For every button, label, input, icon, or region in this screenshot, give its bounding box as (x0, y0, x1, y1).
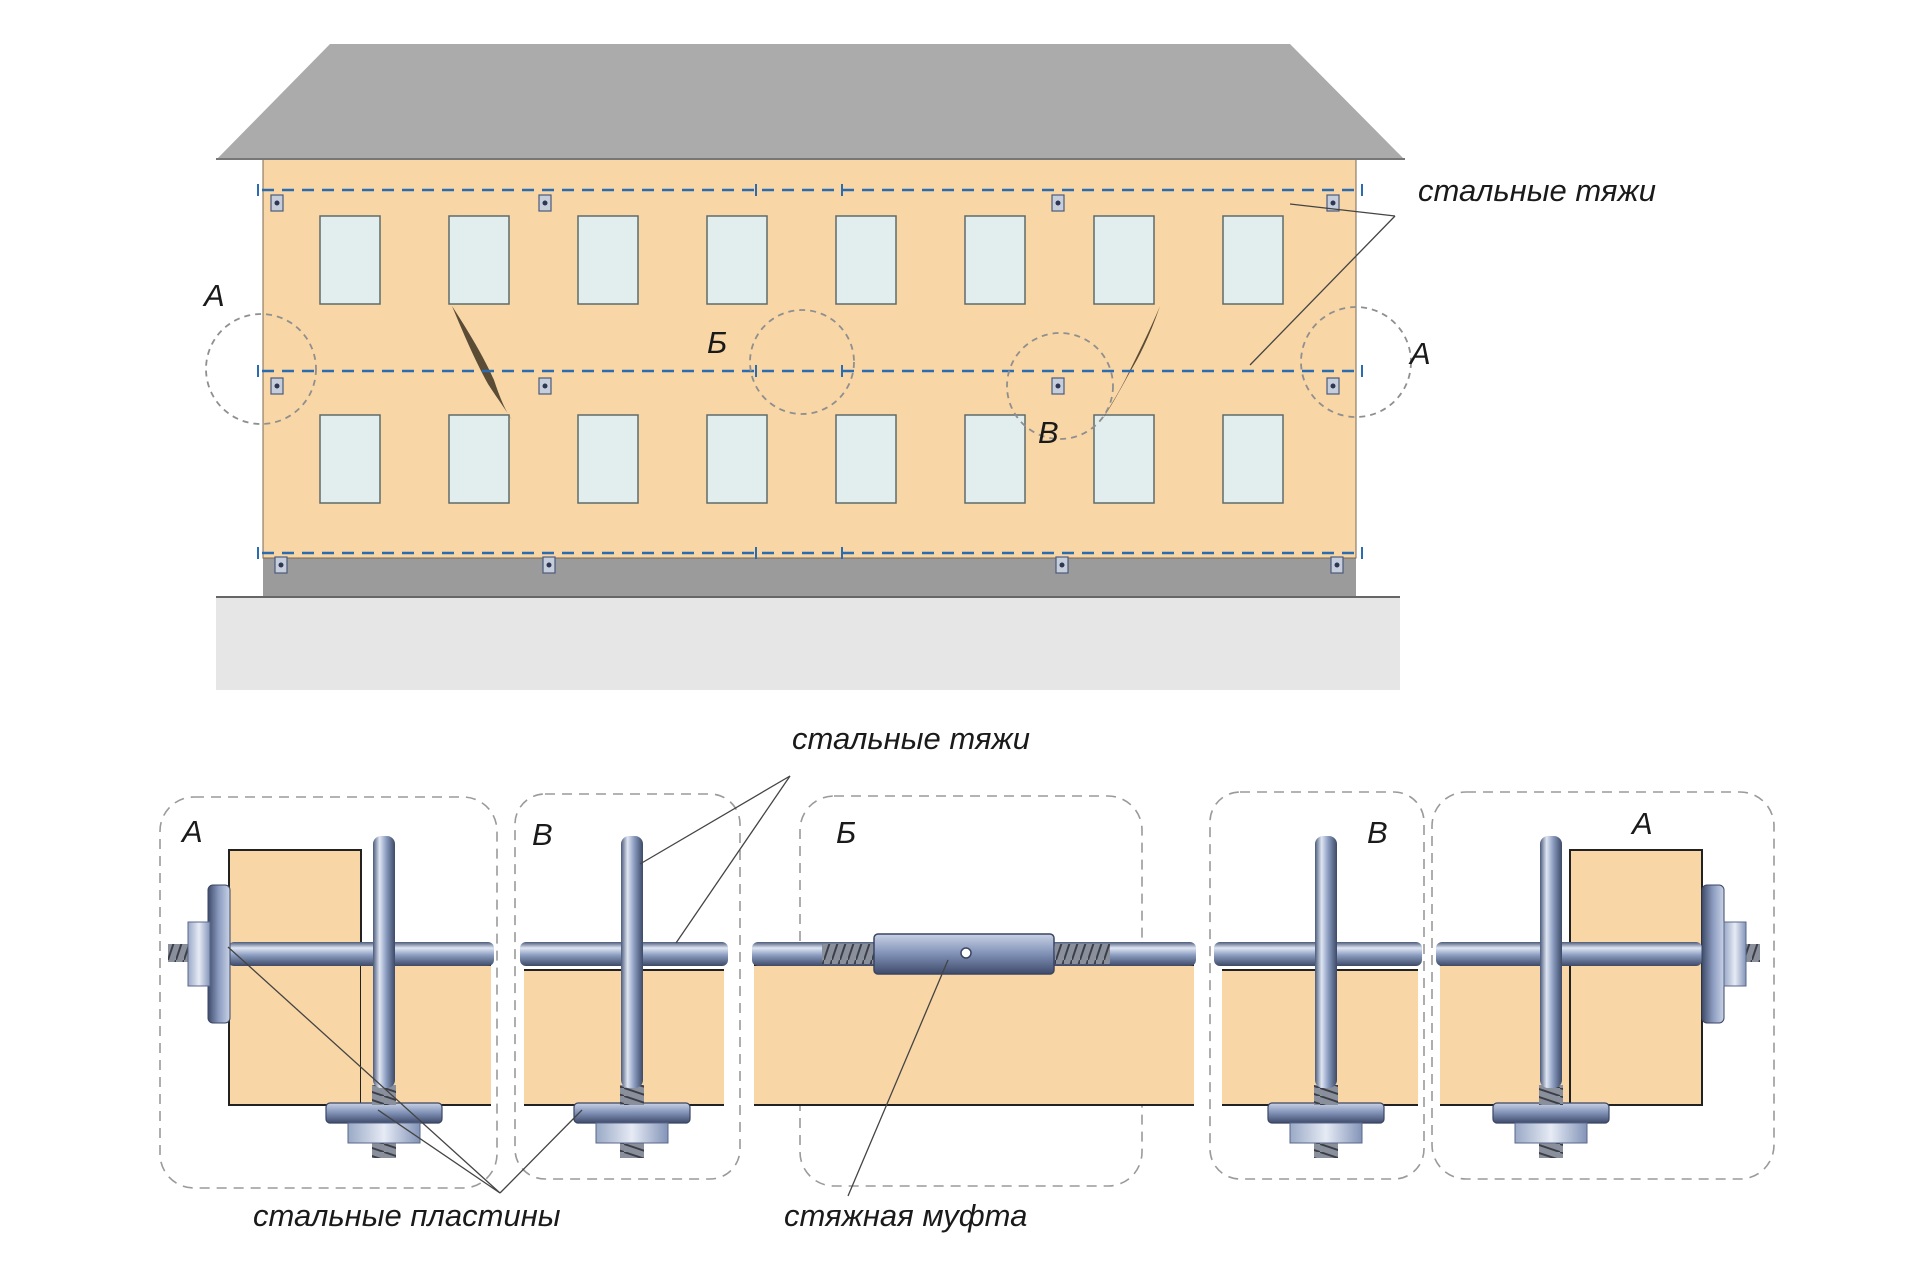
window (1093, 414, 1155, 504)
rod-thread (620, 1085, 644, 1105)
coupling (822, 933, 1110, 975)
bottom-plate (1492, 1102, 1610, 1124)
label-steel-plates: стальные пластины (253, 1198, 561, 1233)
anchor-bolt (274, 200, 280, 206)
anchor-bolt (274, 383, 280, 389)
window (706, 215, 768, 305)
window (448, 414, 510, 504)
leader-lines-top (1249, 203, 1396, 366)
leader-lines-bottom (227, 775, 949, 1197)
window (835, 215, 897, 305)
anchor-bolt (1330, 383, 1336, 389)
rod-thread (1314, 1085, 1338, 1105)
vertical-rod (1315, 836, 1337, 1088)
steel-ties-lines (262, 188, 1358, 555)
building-elevation: А А Б В стальные тяжи (202, 44, 1656, 690)
anchor-bolt (542, 200, 548, 206)
vertical-rod (621, 836, 643, 1088)
window (577, 215, 639, 305)
anchor-bolt (1055, 200, 1061, 206)
label-coupling: стяжная муфта (784, 1198, 1027, 1233)
roof (216, 44, 1405, 160)
nut (1289, 1122, 1363, 1144)
detail-label-b: Б (836, 815, 856, 850)
window (319, 414, 381, 504)
detail-frames (159, 791, 1775, 1189)
window (706, 414, 768, 504)
end-plates (187, 884, 1747, 1024)
plinth (263, 558, 1356, 598)
detail-label-v-left: В (532, 817, 553, 852)
window (964, 215, 1026, 305)
crack-left (452, 306, 512, 420)
window (1093, 215, 1155, 305)
window (577, 414, 639, 504)
anchor-bolt (546, 562, 552, 568)
tie-end-markers (257, 184, 1363, 559)
vertical-rods (325, 836, 1610, 1158)
nut (595, 1122, 669, 1144)
window (448, 215, 510, 305)
window (1222, 215, 1284, 305)
nut (347, 1122, 421, 1144)
bottom-plate (325, 1102, 443, 1124)
anchor-bolt (1059, 562, 1065, 568)
facade-wall (262, 157, 1357, 559)
anchor-bolt (542, 383, 548, 389)
ground (216, 596, 1400, 690)
detail-label-v-right: В (1367, 815, 1388, 850)
vertical-rod (1540, 836, 1562, 1088)
nut (1514, 1122, 1588, 1144)
window (835, 414, 897, 504)
zone-label-b: Б (707, 325, 727, 360)
window (964, 414, 1026, 504)
anchor-bolt (1334, 562, 1340, 568)
zone-label-v: В (1038, 415, 1059, 450)
label-steel-ties-top: стальные тяжи (1418, 173, 1656, 208)
anchor-bolt (1330, 200, 1336, 206)
bottom-plate (1267, 1102, 1385, 1124)
bottom-plate (573, 1102, 691, 1124)
window (319, 215, 381, 305)
anchor-bolt (278, 562, 284, 568)
anchor-plates-group (270, 194, 1344, 574)
wood-blocks (228, 849, 1703, 1106)
zone-label-a-left: А (202, 278, 225, 313)
zone-label-a-right: А (1408, 336, 1431, 371)
detail-label-a-left: А (180, 814, 203, 849)
rod-thread (1539, 1085, 1563, 1105)
window (1222, 414, 1284, 504)
anchor-bolt (1055, 383, 1061, 389)
windows-group (319, 215, 1284, 504)
rod-thread (372, 1085, 396, 1105)
detail-strip: А В Б В А стальные тяжи стальные пластин… (159, 721, 1775, 1233)
detail-label-a-right: А (1630, 806, 1653, 841)
vertical-rod (373, 836, 395, 1088)
label-steel-ties-bottom: стальные тяжи (792, 721, 1030, 756)
zone-circles (205, 306, 1412, 440)
